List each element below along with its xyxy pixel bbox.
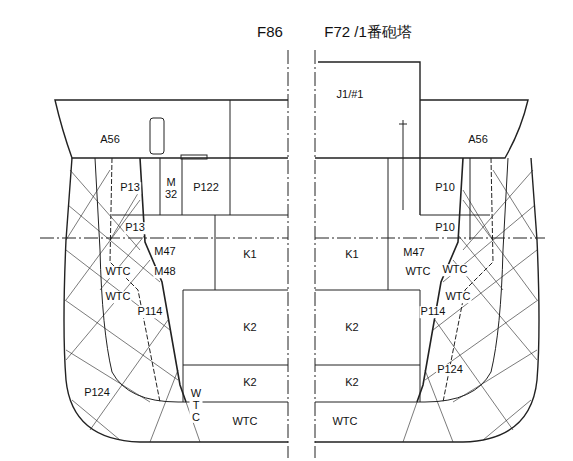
compartment-label: M47 (153, 246, 176, 258)
compartment-label: W T C (190, 387, 203, 423)
fitting-symbol (150, 118, 164, 154)
compartment-label: K1 (242, 249, 257, 261)
upper-deck (315, 62, 528, 215)
compartment-label: P10 (434, 222, 456, 234)
compartment-label: WTC (104, 291, 131, 303)
hatch (181, 155, 207, 159)
compartment-label: K2 (242, 322, 257, 334)
turret-axis (399, 120, 407, 210)
compartment-label: P124 (83, 387, 111, 399)
bulkhead (110, 158, 160, 402)
frame-title: F72 /1番砲塔 (323, 24, 413, 40)
compartment-label: WTC (444, 291, 471, 303)
upper-deck (55, 100, 288, 158)
compartment-label: K2 (344, 377, 359, 389)
compartment-label: WTC (104, 266, 131, 278)
compartment-label: K2 (344, 322, 359, 334)
compartment-label: P122 (192, 182, 220, 194)
compartment-label: P13 (124, 222, 146, 234)
compartment-label: P114 (420, 306, 447, 318)
compartment-label: WTC (331, 416, 358, 428)
compartment-walls (183, 215, 288, 402)
compartment-label: K1 (344, 249, 359, 261)
compartment-label: A56 (467, 134, 489, 146)
outer-shell (64, 158, 288, 442)
compartment-label: WTC (231, 416, 258, 428)
frame-title: F86 (256, 24, 284, 40)
compartment-label: P13 (119, 182, 141, 194)
compartment-label: M48 (153, 266, 176, 278)
compartment-label: WTC (441, 264, 468, 276)
torpedo-bulkhead (140, 158, 186, 402)
half-section (64, 158, 288, 442)
center-line (315, 50, 316, 458)
compartment-label: K2 (242, 377, 257, 389)
compartment-label: P124 (436, 364, 464, 376)
water-line (315, 238, 545, 239)
compartment-label: P10 (434, 182, 456, 194)
compartment-walls (112, 100, 288, 215)
compartment-label: J1/#1 (336, 89, 365, 101)
compartment-label: A56 (99, 134, 121, 146)
compartment-label: M47 (402, 247, 425, 259)
water-line (40, 238, 288, 239)
bracing-lattice (65, 170, 200, 442)
center-line (288, 50, 289, 458)
compartment-label: WTC (404, 266, 431, 278)
inner-hull (95, 158, 288, 402)
compartment-label: P114 (137, 306, 164, 318)
compartment-label: M 32 (163, 176, 179, 200)
